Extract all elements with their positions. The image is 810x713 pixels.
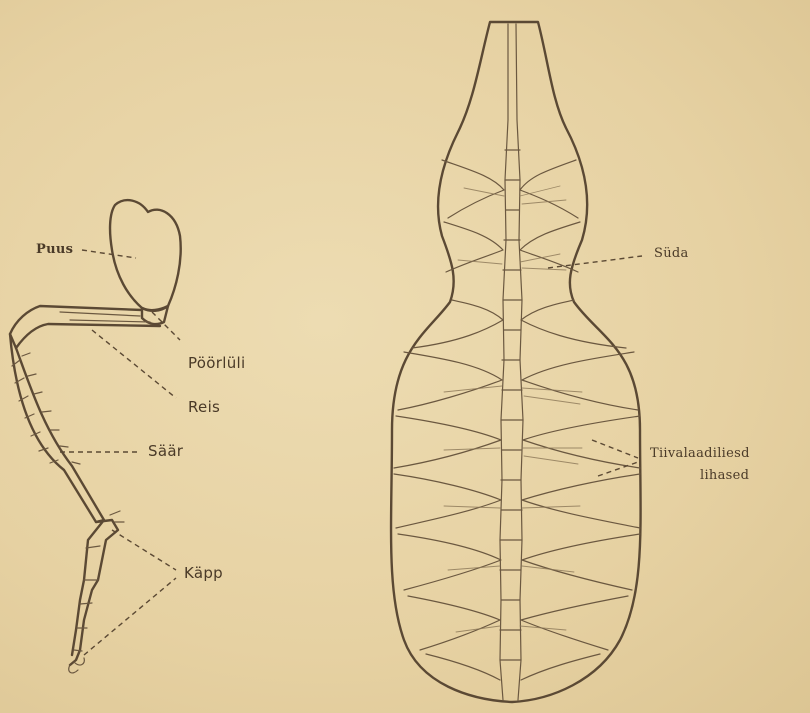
muscle-fibres [444,186,582,632]
leader-reis [92,330,176,398]
leg-tibia-spines [12,353,80,464]
alary-muscles-left [394,160,504,680]
alary-muscles-right [520,160,640,680]
leg-femur-detail [60,312,150,322]
leader-kapp-upper [112,530,176,570]
insect-leg [10,200,181,673]
label-poorluli: Pöörlüli [188,354,245,372]
leader-puus [82,250,136,258]
heart-tube-right [516,24,523,700]
leader-tiivalaadilised-upper [592,440,638,458]
label-saar: Säär [148,442,183,460]
label-kapp: Käpp [184,564,223,582]
label-suda: Süda [654,246,689,261]
leader-kapp-lower [84,578,176,655]
heart-tube-left [500,24,508,700]
label-puus: Puus [36,242,73,257]
insect-abdomen [391,22,641,702]
label-tiivalaadilised-line2: lihased [700,468,749,483]
leader-suda [548,256,642,268]
label-tiivalaadilised-line1: Tiivalaadiliesd [650,446,750,461]
leg-tarsus [70,520,118,665]
leg-femur [10,306,160,348]
leg-tibia [10,334,104,522]
label-reis: Reis [188,398,220,416]
